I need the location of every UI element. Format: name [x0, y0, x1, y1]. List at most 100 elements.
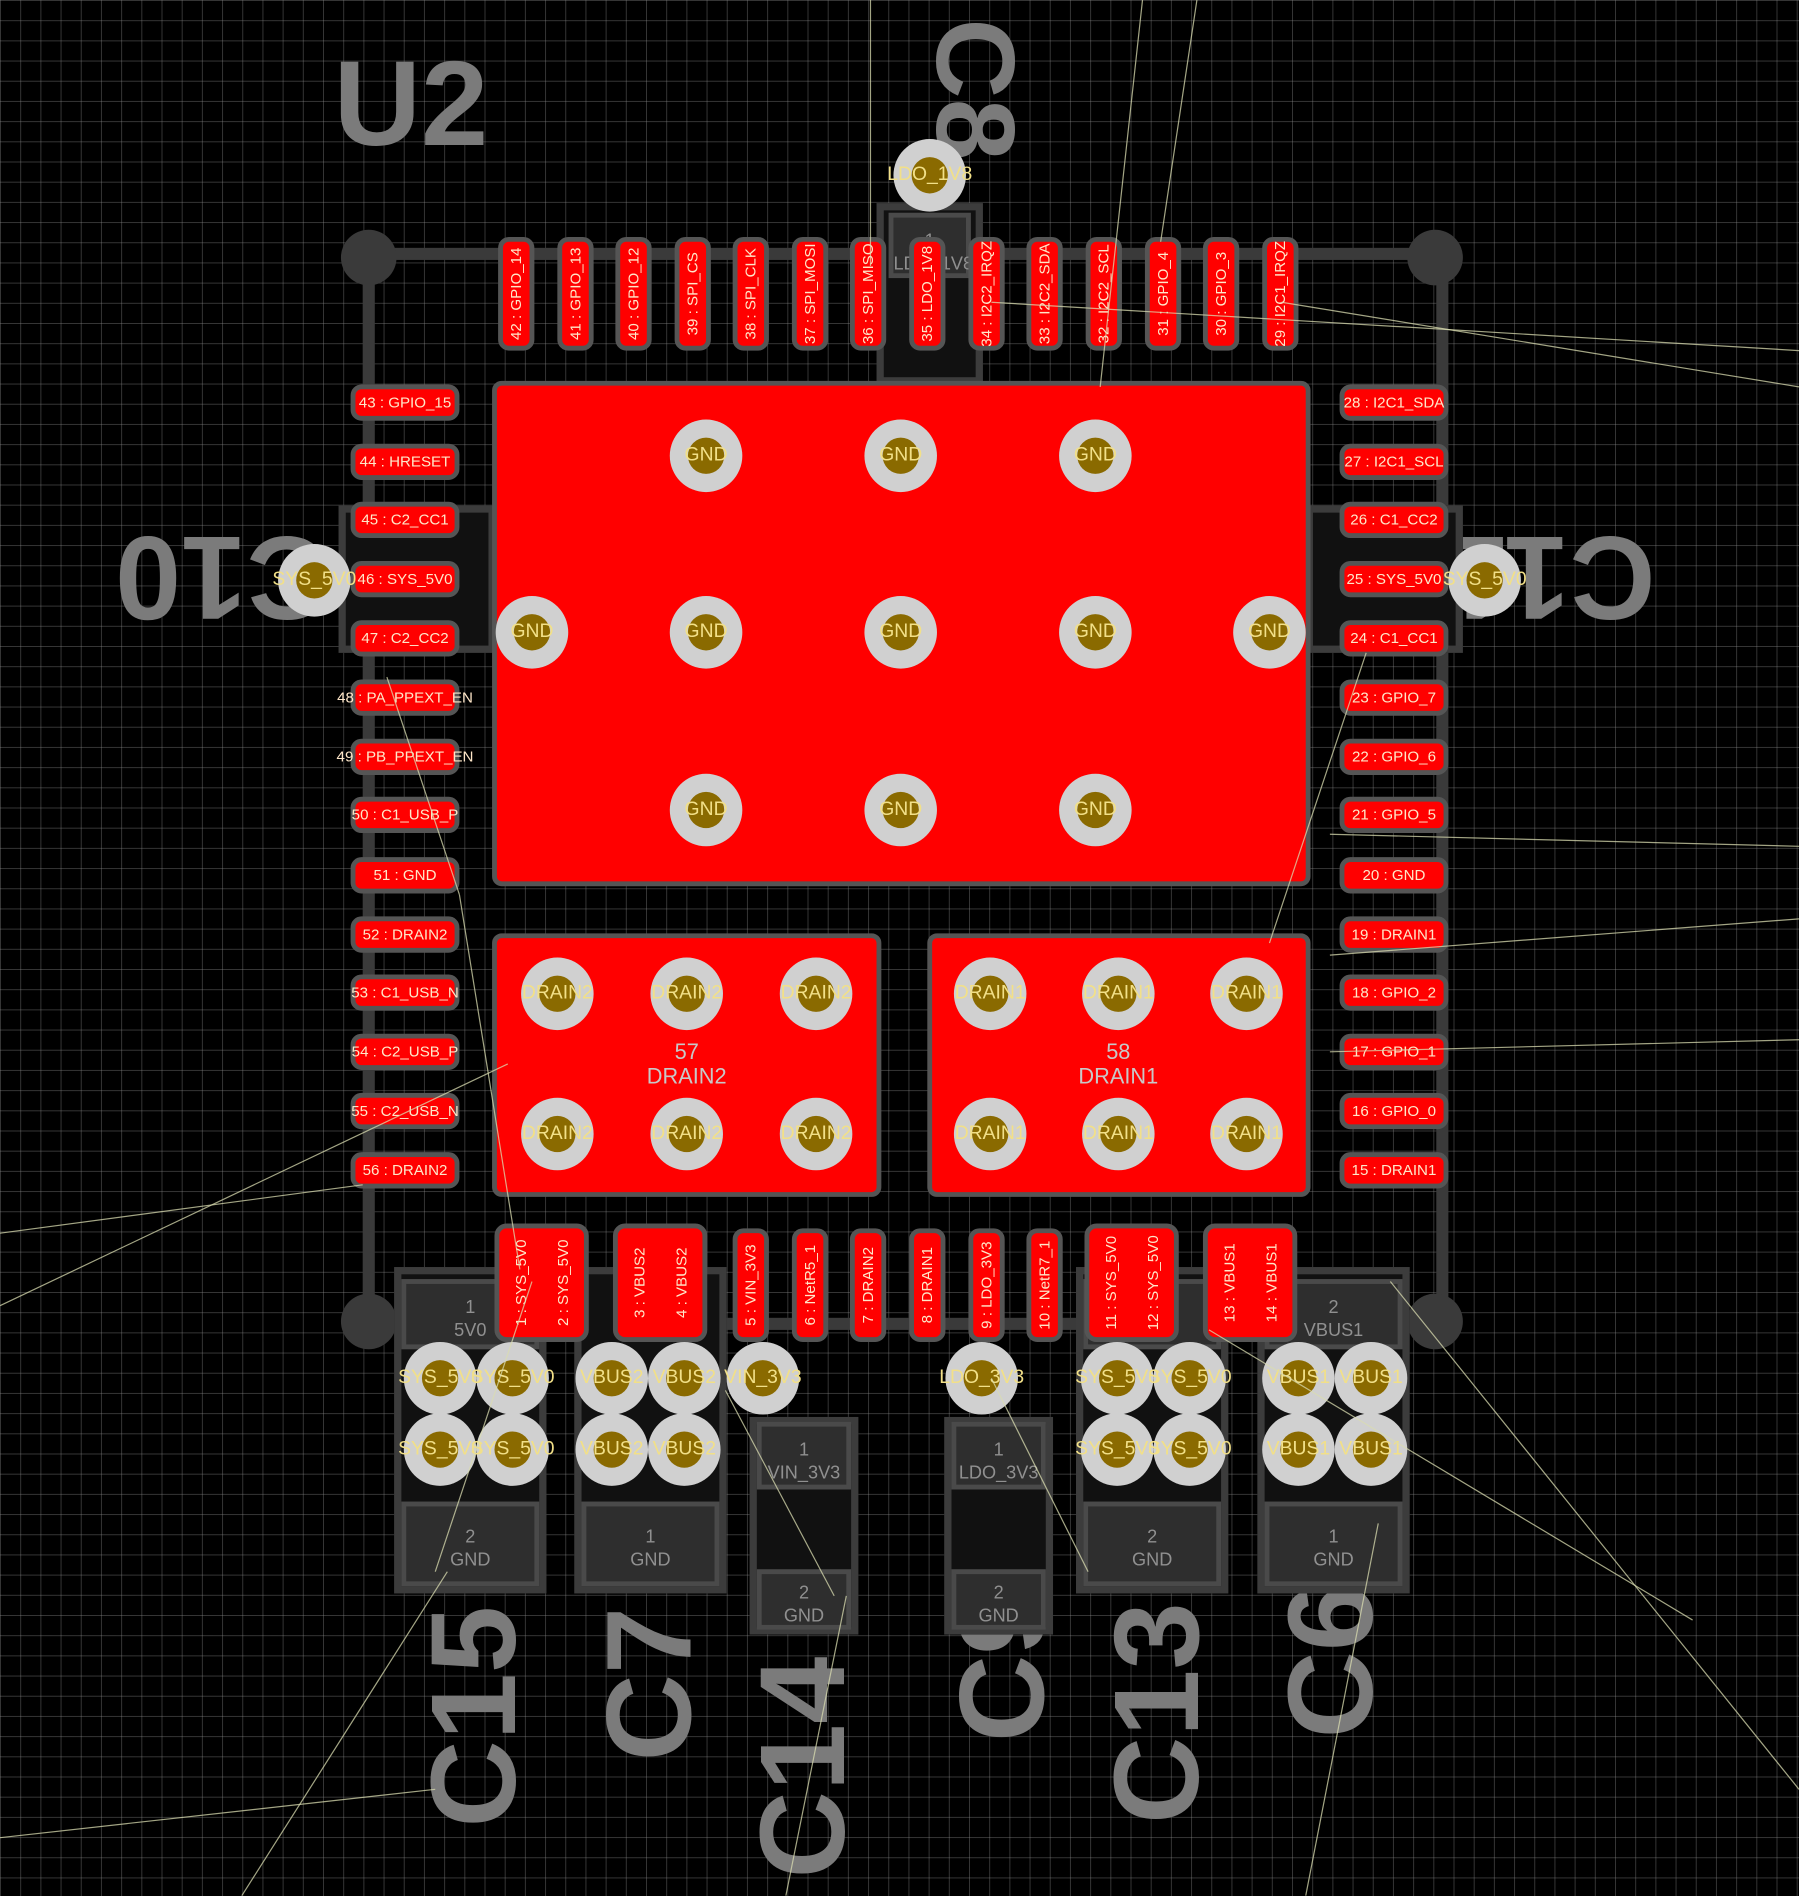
via-gnd[interactable] [669, 596, 743, 669]
via-label: SYS_5V0 [470, 1367, 555, 1388]
via-ldo-1v8[interactable] [893, 139, 966, 212]
via-drain1[interactable] [1210, 1097, 1283, 1171]
via-gnd[interactable] [1059, 773, 1132, 847]
pad-55[interactable]: 55 : C2_USB_N [350, 1092, 460, 1130]
via-drain1[interactable] [953, 1097, 1027, 1171]
pad-56[interactable]: 56 : DRAIN2 [350, 1152, 460, 1189]
via-gnd[interactable] [1059, 419, 1132, 493]
pad-54[interactable]: 54 : C2_USB_P [350, 1033, 460, 1070]
pad-10[interactable]: 10 : NetR7_1 [1026, 1228, 1063, 1342]
pad-24[interactable]: 24 : C1_CC1 [1339, 620, 1449, 657]
pad-22[interactable]: 22 : GPIO_6 [1339, 738, 1449, 775]
via-label: VBUS1 [1339, 1367, 1403, 1388]
pad-17[interactable]: 17 : GPIO_1 [1339, 1033, 1449, 1070]
pad-41[interactable]: 41 : GPIO_13 [557, 236, 594, 351]
via-gnd[interactable] [1059, 596, 1132, 669]
via-gnd[interactable] [864, 596, 937, 669]
via-label: GND [879, 799, 923, 820]
pad-21[interactable]: 21 : GPIO_5 [1339, 796, 1449, 834]
via-drain2[interactable] [521, 1097, 594, 1171]
via-gnd[interactable] [864, 419, 937, 493]
via-sys-5v0[interactable] [278, 544, 351, 617]
pad-16[interactable]: 16 : GPIO_0 [1339, 1092, 1449, 1130]
pad-18[interactable]: 18 : GPIO_2 [1339, 974, 1449, 1011]
pad-7[interactable]: 7 : DRAIN2 [849, 1228, 887, 1342]
via-sys-5v0[interactable] [1080, 1413, 1154, 1486]
pad-45[interactable]: 45 : C2_CC1 [350, 501, 460, 539]
pad-46[interactable]: 46 : SYS_5V0 [350, 560, 460, 598]
via-label: DRAIN2 [780, 1123, 852, 1144]
via-vbus2[interactable] [575, 1341, 649, 1415]
pad-39[interactable]: 39 : SPI_CS [674, 236, 711, 351]
pad-20[interactable]: 20 : GND [1339, 857, 1449, 894]
pad-52[interactable]: 52 : DRAIN2 [350, 916, 460, 953]
pad-5[interactable]: 5 : VIN_3V3 [732, 1228, 769, 1342]
pad-31[interactable]: 31 : GPIO_4 [1144, 236, 1182, 351]
pad-48[interactable]: 48 : PA_PPEXT_EN [337, 679, 473, 716]
via-drain2[interactable] [779, 957, 853, 1031]
via-vbus2[interactable] [648, 1341, 721, 1415]
pad-42[interactable]: 42 : GPIO_14 [498, 236, 535, 351]
via-label: SYS_5V0 [1075, 1367, 1160, 1388]
via-label: VBUS1 [1266, 1367, 1331, 1388]
pad-19[interactable]: 19 : DRAIN1 [1339, 916, 1449, 953]
pad-47[interactable]: 47 : C2_CC2 [350, 620, 460, 657]
pad-53[interactable]: 53 : C1_USB_N [350, 974, 460, 1011]
via-drain1[interactable] [1082, 1097, 1155, 1171]
via-drain1[interactable] [1082, 957, 1155, 1031]
pad-36[interactable]: 36 : SPI_MISO [849, 236, 887, 351]
via-label: VBUS2 [652, 1367, 717, 1388]
via-sys-5v0[interactable] [1080, 1341, 1154, 1415]
via-drain2[interactable] [521, 957, 594, 1031]
via-drain2[interactable] [779, 1097, 853, 1171]
pad-34[interactable]: 34 : I2C2_IRQZ [968, 236, 1005, 351]
via-label: DRAIN2 [651, 982, 723, 1004]
via-vbus2[interactable] [575, 1413, 649, 1486]
via-sys-5v0[interactable] [1448, 544, 1521, 617]
via-label: GND [879, 621, 923, 642]
pad-29[interactable]: 29 : I2C1_IRQZ [1262, 236, 1299, 351]
pad-6[interactable]: 6 : NetR5_1 [791, 1228, 829, 1342]
pad-37[interactable]: 37 : SPI_MOSI [791, 236, 829, 351]
pad-23[interactable]: 23 : GPIO_7 [1339, 679, 1449, 716]
pad-38[interactable]: 38 : SPI_CLK [732, 236, 769, 351]
via-gnd[interactable] [669, 773, 743, 847]
pads-13-14-vbus1[interactable]: 13 : VBUS1 14 : VBUS1 [1202, 1223, 1298, 1342]
via-vbus2[interactable] [648, 1413, 721, 1486]
via-gnd[interactable] [495, 596, 569, 669]
pad-51[interactable]: 51 : GND [350, 857, 460, 894]
via-gnd[interactable] [669, 419, 743, 493]
pads-1-2-sys-5v0[interactable]: 1 : SYS_5V0 2 : SYS_5V0 [494, 1223, 589, 1342]
via-label: SYS_5V0 [1075, 1438, 1160, 1460]
via-drain1[interactable] [953, 957, 1027, 1031]
via-label: LDO_1V8 [887, 164, 973, 185]
via-gnd[interactable] [864, 773, 937, 847]
pad-32[interactable]: 32 : I2C2_SCL [1085, 236, 1122, 351]
pad-43[interactable]: 43 : GPIO_15 [350, 384, 460, 421]
pad-28[interactable]: 28 : I2C1_SDA [1339, 384, 1449, 421]
pad-8[interactable]: 8 : DRAIN1 [909, 1228, 946, 1342]
pad-27[interactable]: 27 : I2C1_SCL [1339, 443, 1449, 480]
via-drain1[interactable] [1210, 957, 1283, 1031]
pad-50[interactable]: 50 : C1_USB_P [350, 796, 460, 834]
pads-3-4-vbus2[interactable]: 3 : VBUS2 4 : VBUS2 [612, 1223, 708, 1342]
pad-44[interactable]: 44 : HRESET [350, 443, 460, 480]
pad-9[interactable]: 9 : LDO_3V3 [968, 1228, 1005, 1342]
pad-30[interactable]: 30 : GPIO_3 [1202, 236, 1240, 351]
pad-40[interactable]: 40 : GPIO_12 [615, 236, 652, 351]
via-label: GND [684, 621, 728, 642]
pad-35[interactable]: 35 : LDO_1V8 [909, 236, 946, 351]
pads-11-12-sys-5v0[interactable]: 11 : SYS_5V0 12 : SYS_5V0 [1084, 1223, 1179, 1342]
pad-33[interactable]: 33 : I2C2_SDA [1026, 236, 1063, 351]
via-drain2[interactable] [650, 1097, 723, 1171]
pad-15[interactable]: 15 : DRAIN1 [1339, 1152, 1449, 1189]
pad-25[interactable]: 25 : SYS_5V0 [1339, 560, 1449, 598]
via-label: VIN_3V3 [724, 1367, 802, 1388]
via-drain2[interactable] [650, 957, 723, 1031]
pad-49[interactable]: 49 : PB_PPEXT_EN [337, 738, 473, 775]
via-label: GND [1247, 621, 1291, 642]
pad-26[interactable]: 26 : C1_CC2 [1339, 501, 1449, 539]
